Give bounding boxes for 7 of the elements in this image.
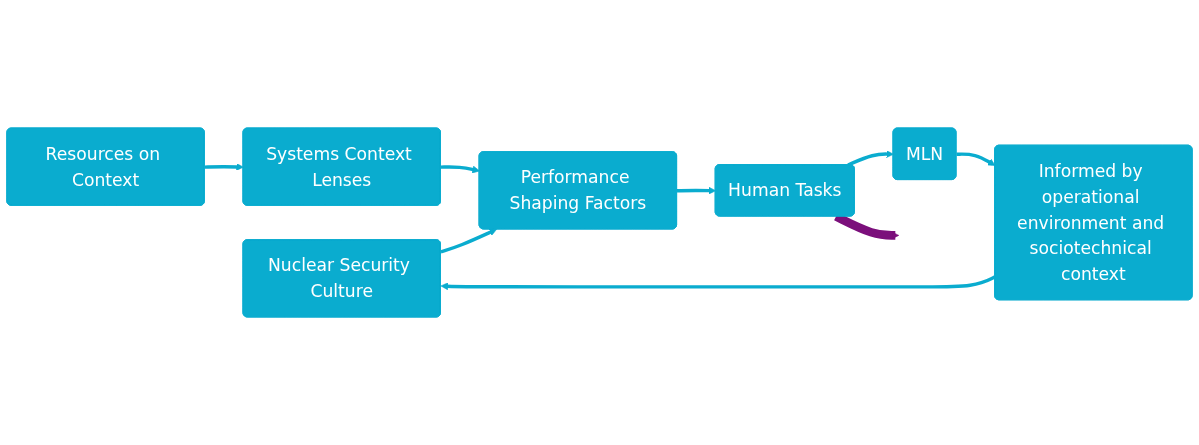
arrow xyxy=(204,163,244,171)
arrow xyxy=(440,165,480,174)
arrow xyxy=(440,275,996,291)
arrow xyxy=(847,150,894,167)
arrow xyxy=(676,186,716,195)
arrow xyxy=(956,152,996,166)
arrow xyxy=(440,228,497,254)
